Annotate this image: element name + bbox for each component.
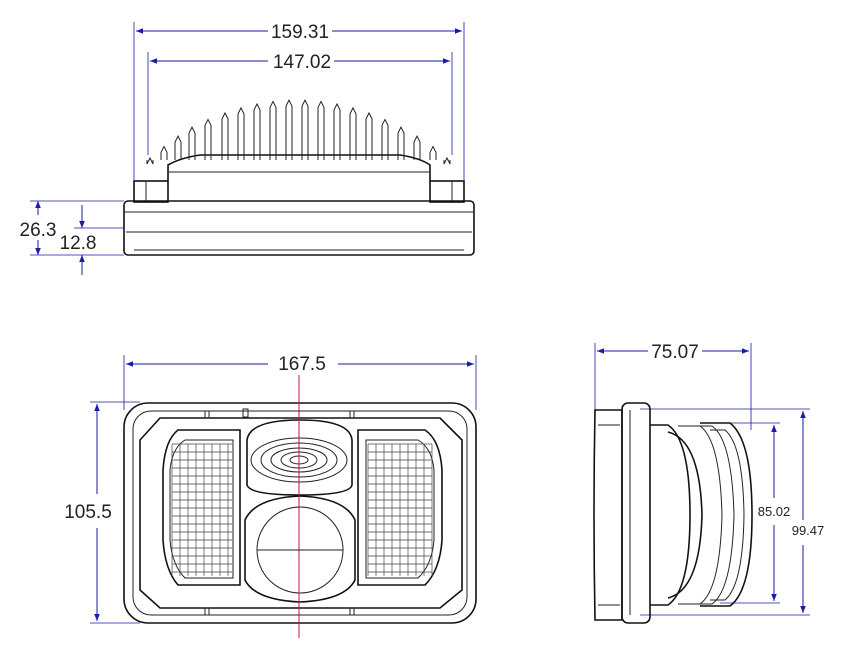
dim-label-85: 85.02 xyxy=(758,504,791,519)
heatsink-fin xyxy=(349,106,357,160)
heatsink-fin xyxy=(381,118,389,160)
heatsink-fin xyxy=(269,100,277,160)
heatsink-fin xyxy=(333,102,341,160)
heatsink-fin xyxy=(301,99,309,160)
heatsink-fin xyxy=(188,126,196,160)
dim-top-outer-width: 159.31 xyxy=(136,22,462,43)
side-housing xyxy=(593,402,753,624)
dim-label-99: 99.47 xyxy=(792,523,825,538)
dim-side-inner-height: 85.02 xyxy=(758,425,791,601)
heatsink-fin xyxy=(237,106,245,160)
low-beam-lens xyxy=(244,495,356,603)
side-view: 75.07 85.02 99.47 xyxy=(593,342,825,624)
heatsink-fin xyxy=(253,102,261,160)
heatsink-fin xyxy=(317,100,325,160)
dim-label-167: 167.5 xyxy=(278,354,326,375)
right-reflector xyxy=(357,429,443,586)
heatsink-fin xyxy=(443,156,451,165)
heatsink-fin xyxy=(221,111,229,160)
heatsink-fin xyxy=(365,111,373,160)
dim-label-12: 12.8 xyxy=(60,233,97,254)
dim-side-depth: 75.07 xyxy=(597,342,749,363)
dim-top-inner-width: 147.02 xyxy=(150,52,450,73)
dim-height-lens: 12.8 xyxy=(60,205,97,275)
heatsink-fin xyxy=(285,99,293,160)
front-housing xyxy=(123,402,477,624)
dim-label-159: 159.31 xyxy=(271,22,329,43)
top-housing xyxy=(123,154,475,256)
dim-side-outer-height: 99.47 xyxy=(792,411,825,613)
dim-label-147: 147.02 xyxy=(273,52,331,73)
left-reflector xyxy=(162,429,241,586)
dim-label-26: 26.3 xyxy=(20,220,57,241)
cooling-fins xyxy=(146,99,451,165)
heatsink-fin xyxy=(146,156,154,165)
heatsink-fin xyxy=(413,135,421,160)
heatsink-fin xyxy=(160,145,168,160)
dim-height-total: 26.3 xyxy=(20,201,57,255)
dim-label-105: 105.5 xyxy=(64,502,112,523)
top-view: 159.31 147.02 xyxy=(20,22,475,275)
heatsink-fin xyxy=(429,145,437,160)
heatsink-fin xyxy=(397,126,405,160)
heatsink-fin xyxy=(204,118,212,160)
dim-front-width: 167.5 xyxy=(126,354,474,375)
dim-front-height: 105.5 xyxy=(64,404,112,621)
front-view: 167.5 105.5 xyxy=(64,354,477,638)
dim-label-75: 75.07 xyxy=(651,342,699,363)
heatsink-fin xyxy=(174,135,182,160)
